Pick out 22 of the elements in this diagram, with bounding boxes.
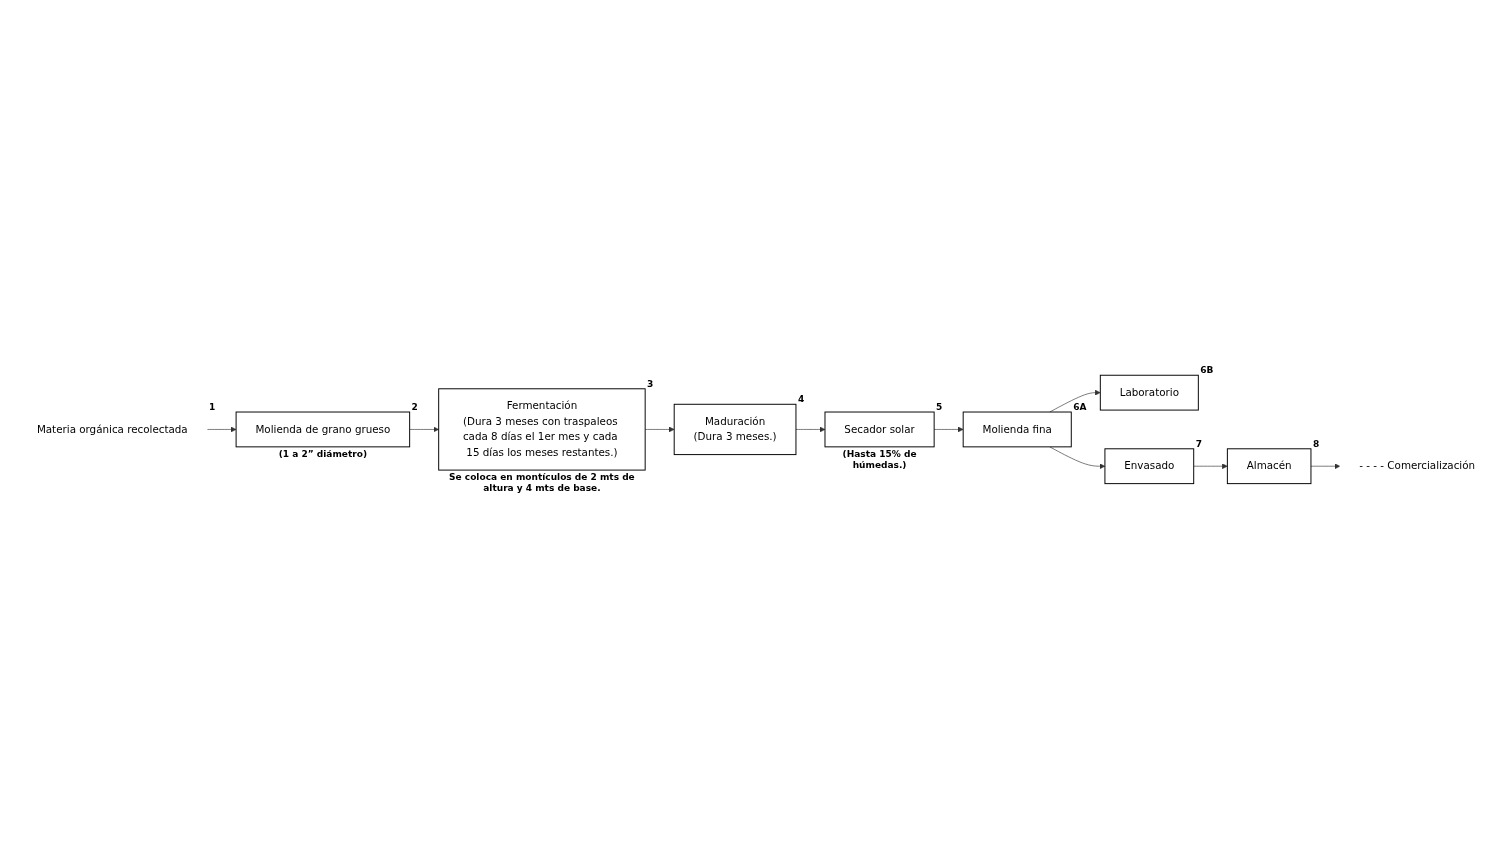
- step-number: 6B: [1200, 365, 1214, 376]
- node-box: Maduración (Dura 3 meses.): [673, 403, 797, 456]
- step-number: 5: [936, 402, 943, 413]
- node-box: Fermentación (Dura 3 meses con traspaleos cada 8 días el 1er mes y cada 15 días los meses restantes.): [438, 388, 646, 471]
- node-box: Laboratorio: [1099, 374, 1199, 411]
- node-box: Envasado: [1104, 448, 1195, 485]
- node-text: Materia orgánica recolectada: [36, 423, 188, 436]
- node-box: Molienda fina: [962, 411, 1072, 448]
- step-number: 4: [797, 394, 805, 405]
- node-box: Almacén: [1226, 448, 1312, 485]
- step-number: 3: [647, 378, 654, 389]
- node-box: Molienda de grano grueso: [235, 411, 411, 448]
- step-number: 2: [411, 402, 418, 413]
- step-number: 6A: [1073, 402, 1087, 413]
- node-box: Secador solar: [824, 411, 935, 448]
- step-note: (1 a 2” diámetro): [278, 449, 368, 460]
- step-note: Se coloca en montículos de 2 mts de altura y 4 mts de base.: [449, 472, 635, 494]
- step-note: (Hasta 15% de húmedas.): [842, 449, 917, 471]
- step-number: 8: [1312, 438, 1320, 449]
- step-number: 7: [1195, 438, 1202, 449]
- node-text: - - - - Comercialización: [1359, 459, 1476, 473]
- step-number: 1: [209, 402, 216, 413]
